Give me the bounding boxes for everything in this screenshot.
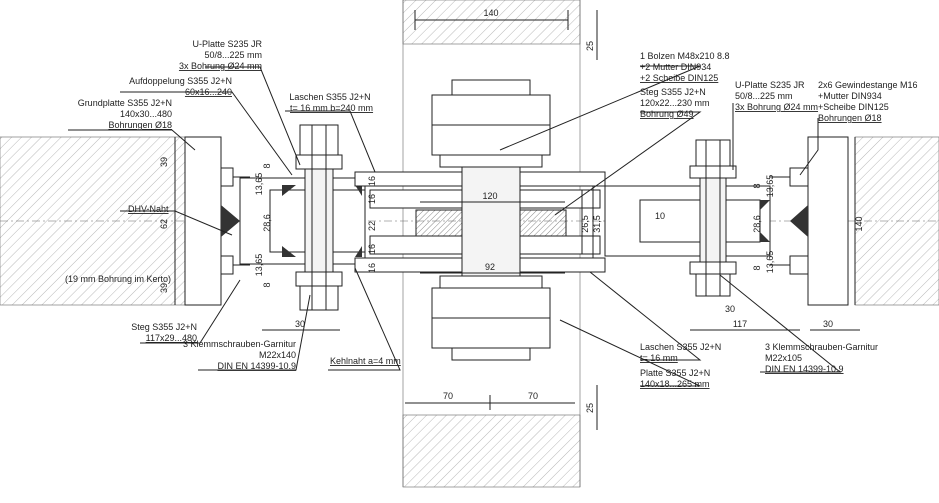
- label-klemm-right-3: DIN EN 14399-10.9: [765, 364, 844, 374]
- label-u-plate-left-2: 50/8...225 mm: [204, 50, 262, 60]
- label-klemm-left-1: 3 Klemmschrauben-Garnitur: [183, 339, 296, 349]
- dim-center-265: 26,5: [580, 215, 590, 233]
- dim-right-30b: 30: [823, 319, 833, 329]
- label-u-plate-right-3: 3x Bohrung Ø24 mm: [735, 102, 818, 112]
- kerto-column-top: [402, 0, 581, 45]
- dim-right-10: 10: [655, 211, 665, 221]
- label-aufdoppelung-2: 60x16...240: [185, 87, 232, 97]
- dim-left-16d: 16: [367, 263, 377, 273]
- label-bolzen-2: +2 Mutter DIN934: [640, 62, 711, 72]
- dim-top-140: 140: [483, 8, 498, 18]
- label-grundplatte-1: Grundplatte S355 J2+N: [78, 98, 172, 108]
- dim-left-8a: 8: [262, 163, 272, 168]
- label-steg-left-1: Steg S355 J2+N: [131, 322, 197, 332]
- label-grundplatte-3: Bohrungen Ø18: [108, 120, 172, 130]
- label-klemm-right-1: 3 Klemmschrauben-Garnitur: [765, 342, 878, 352]
- label-steg-center-3: Bohrung Ø49: [640, 109, 694, 119]
- dim-right-8a: 8: [752, 183, 762, 188]
- label-u-plate-right-2: 50/8...225 mm: [735, 91, 793, 101]
- dim-right-286: 28,6: [752, 215, 762, 233]
- dim-bottom-70a: 70: [443, 391, 453, 401]
- label-u-plate-right-1: U-Platte S235 JR: [735, 80, 805, 90]
- leader-lines: [68, 65, 842, 387]
- label-gewindestange-4: Bohrungen Ø18: [818, 113, 882, 123]
- kerto-column-bottom: [402, 414, 581, 488]
- dim-right-8b: 8: [752, 265, 762, 270]
- label-dhv-naht: DHV-Naht: [128, 204, 169, 214]
- label-laschen-top-2: t= 16 mm b=240 mm: [290, 103, 373, 113]
- dim-center-120: 120: [482, 191, 497, 201]
- label-laschen-bottom-2: t= 16 mm: [640, 353, 678, 363]
- grundplatte-left: [184, 136, 222, 306]
- dim-left-62: 62: [159, 219, 169, 229]
- label-bohrung-kerto: (19 mm Bohrung im Kerto): [65, 274, 171, 284]
- label-bolzen-1: 1 Bolzen M48x210 8.8: [640, 51, 730, 61]
- label-steg-center-2: 120x22...230 mm: [640, 98, 710, 108]
- dim-left-1365a: 13,65: [254, 173, 264, 196]
- dim-left-16c: 16: [367, 244, 377, 254]
- label-grundplatte-2: 140x30...480: [120, 109, 172, 119]
- label-platte-2: 140x18...265 mm: [640, 379, 710, 389]
- label-steg-center-1: Steg S355 J2+N: [640, 87, 706, 97]
- label-gewindestange-2: +Mutter DIN934: [818, 91, 882, 101]
- dim-right-1365a: 13,65: [765, 175, 775, 198]
- dim-right-30a: 30: [725, 304, 735, 314]
- dim-left-286: 28,6: [262, 214, 272, 232]
- label-klemm-left-2: M22x140: [259, 350, 296, 360]
- label-klemm-left-3: DIN EN 14399-10.9: [217, 361, 296, 371]
- dim-right-117: 117: [733, 319, 747, 329]
- label-u-plate-left-3: 3x Bohrung Ø24 mm: [179, 61, 262, 71]
- dim-left-22: 22: [367, 221, 377, 231]
- dim-right-140: 140: [854, 216, 864, 231]
- label-bolzen-3: +2 Scheibe DIN125: [640, 73, 718, 83]
- dim-left-1365b: 13,65: [254, 254, 264, 277]
- dim-left-39b: 39: [159, 283, 169, 293]
- dim-left-30: 30: [295, 319, 305, 329]
- label-gewindestange-1: 2x6 Gewindestange M16: [818, 80, 918, 90]
- dhv-weld-left: [221, 205, 240, 237]
- grundplatte-right: [807, 136, 849, 306]
- label-gewindestange-3: +Scheibe DIN125: [818, 102, 889, 112]
- dimension-values: 140 25 25 39 62 39 8 13,65 28,6 13,65 8 …: [159, 8, 864, 413]
- label-kehlnaht: Kehlnaht a=4 mm: [330, 356, 401, 366]
- label-aufdoppelung-1: Aufdoppelung S355 J2+N: [129, 76, 232, 86]
- label-platte-1: Platte S355 J2+N: [640, 368, 710, 378]
- label-u-plate-left-1: U-Platte S235 JR: [192, 39, 262, 49]
- label-steg-left-2: 117x29...480: [146, 333, 197, 343]
- dim-top-25: 25: [585, 41, 595, 51]
- dim-left-8b: 8: [262, 282, 272, 287]
- annotation-labels: U-Platte S235 JR 50/8...225 mm 3x Bohrun…: [65, 39, 918, 389]
- label-laschen-top-1: Laschen S355 J2+N: [289, 92, 370, 102]
- dim-center-92: 92: [485, 262, 495, 272]
- dim-bottom-70b: 70: [528, 391, 538, 401]
- dim-center-315: 31,5: [592, 215, 602, 233]
- label-klemm-right-2: M22x105: [765, 353, 802, 363]
- dim-left-39a: 39: [159, 157, 169, 167]
- label-laschen-bottom-1: Laschen S355 J2+N: [640, 342, 721, 352]
- dim-left-16b: 16: [367, 194, 377, 204]
- dim-right-1365b: 13,65: [765, 251, 775, 274]
- dim-bottom-25: 25: [585, 403, 595, 413]
- dim-left-16a: 16: [367, 176, 377, 186]
